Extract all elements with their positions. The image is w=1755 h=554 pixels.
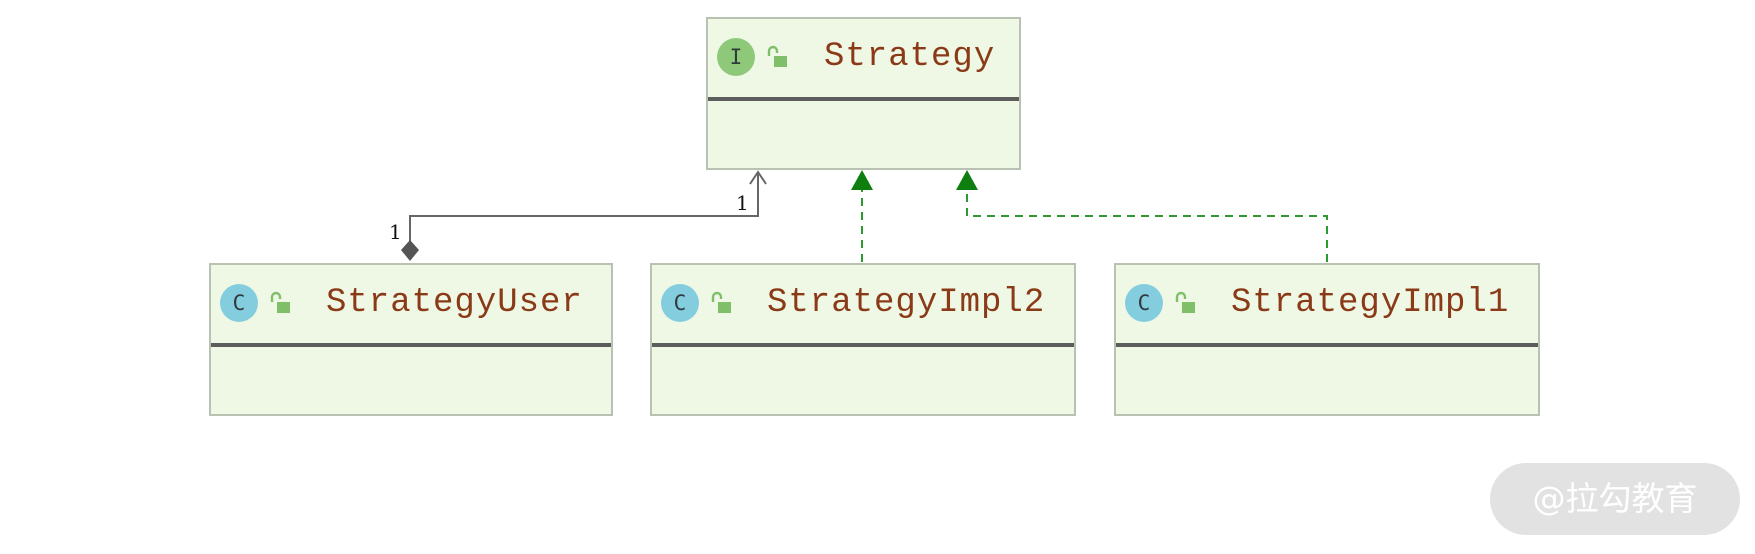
class-header: C StrategyImpl2: [652, 265, 1074, 343]
member-separator: [1116, 343, 1538, 347]
multiplicity-source: 1: [389, 220, 402, 244]
class-header: I Strategy: [708, 19, 1019, 97]
multiplicity-target: 1: [736, 191, 749, 215]
class-name: StrategyImpl1: [1231, 284, 1510, 322]
class-box-strategy-impl2[interactable]: C StrategyImpl2: [650, 263, 1076, 416]
member-separator: [708, 97, 1019, 101]
class-box-strategy-user[interactable]: C StrategyUser: [209, 263, 613, 416]
unlocked-padlock-icon: [767, 45, 787, 67]
realization-arrowhead-impl2: [851, 170, 873, 190]
composition-diamond: [401, 240, 419, 261]
class-header: C StrategyUser: [211, 265, 611, 343]
class-name: StrategyImpl2: [767, 284, 1046, 322]
watermark-text: @拉勾教育: [1532, 479, 1698, 518]
interface-badge-icon: I: [717, 38, 755, 76]
unlocked-padlock-icon: [711, 291, 731, 313]
member-separator: [211, 343, 611, 347]
class-box-strategy-impl1[interactable]: C StrategyImpl1: [1114, 263, 1540, 416]
class-badge-icon: C: [220, 284, 258, 322]
composition-line: [409, 172, 759, 247]
class-name: StrategyUser: [326, 284, 583, 322]
class-box-strategy[interactable]: I Strategy: [706, 17, 1021, 170]
unlocked-padlock-icon: [270, 291, 290, 313]
realization-line-impl1: [966, 190, 1328, 262]
open-arrowhead: [749, 170, 767, 185]
class-badge-icon: C: [1125, 284, 1163, 322]
class-name: Strategy: [824, 38, 996, 76]
unlocked-padlock-icon: [1175, 291, 1195, 313]
class-badge-icon: C: [661, 284, 699, 322]
realization-arrowhead-impl1: [956, 170, 978, 190]
watermark: @拉勾教育: [1490, 463, 1740, 535]
member-separator: [652, 343, 1074, 347]
class-header: C StrategyImpl1: [1116, 265, 1538, 343]
